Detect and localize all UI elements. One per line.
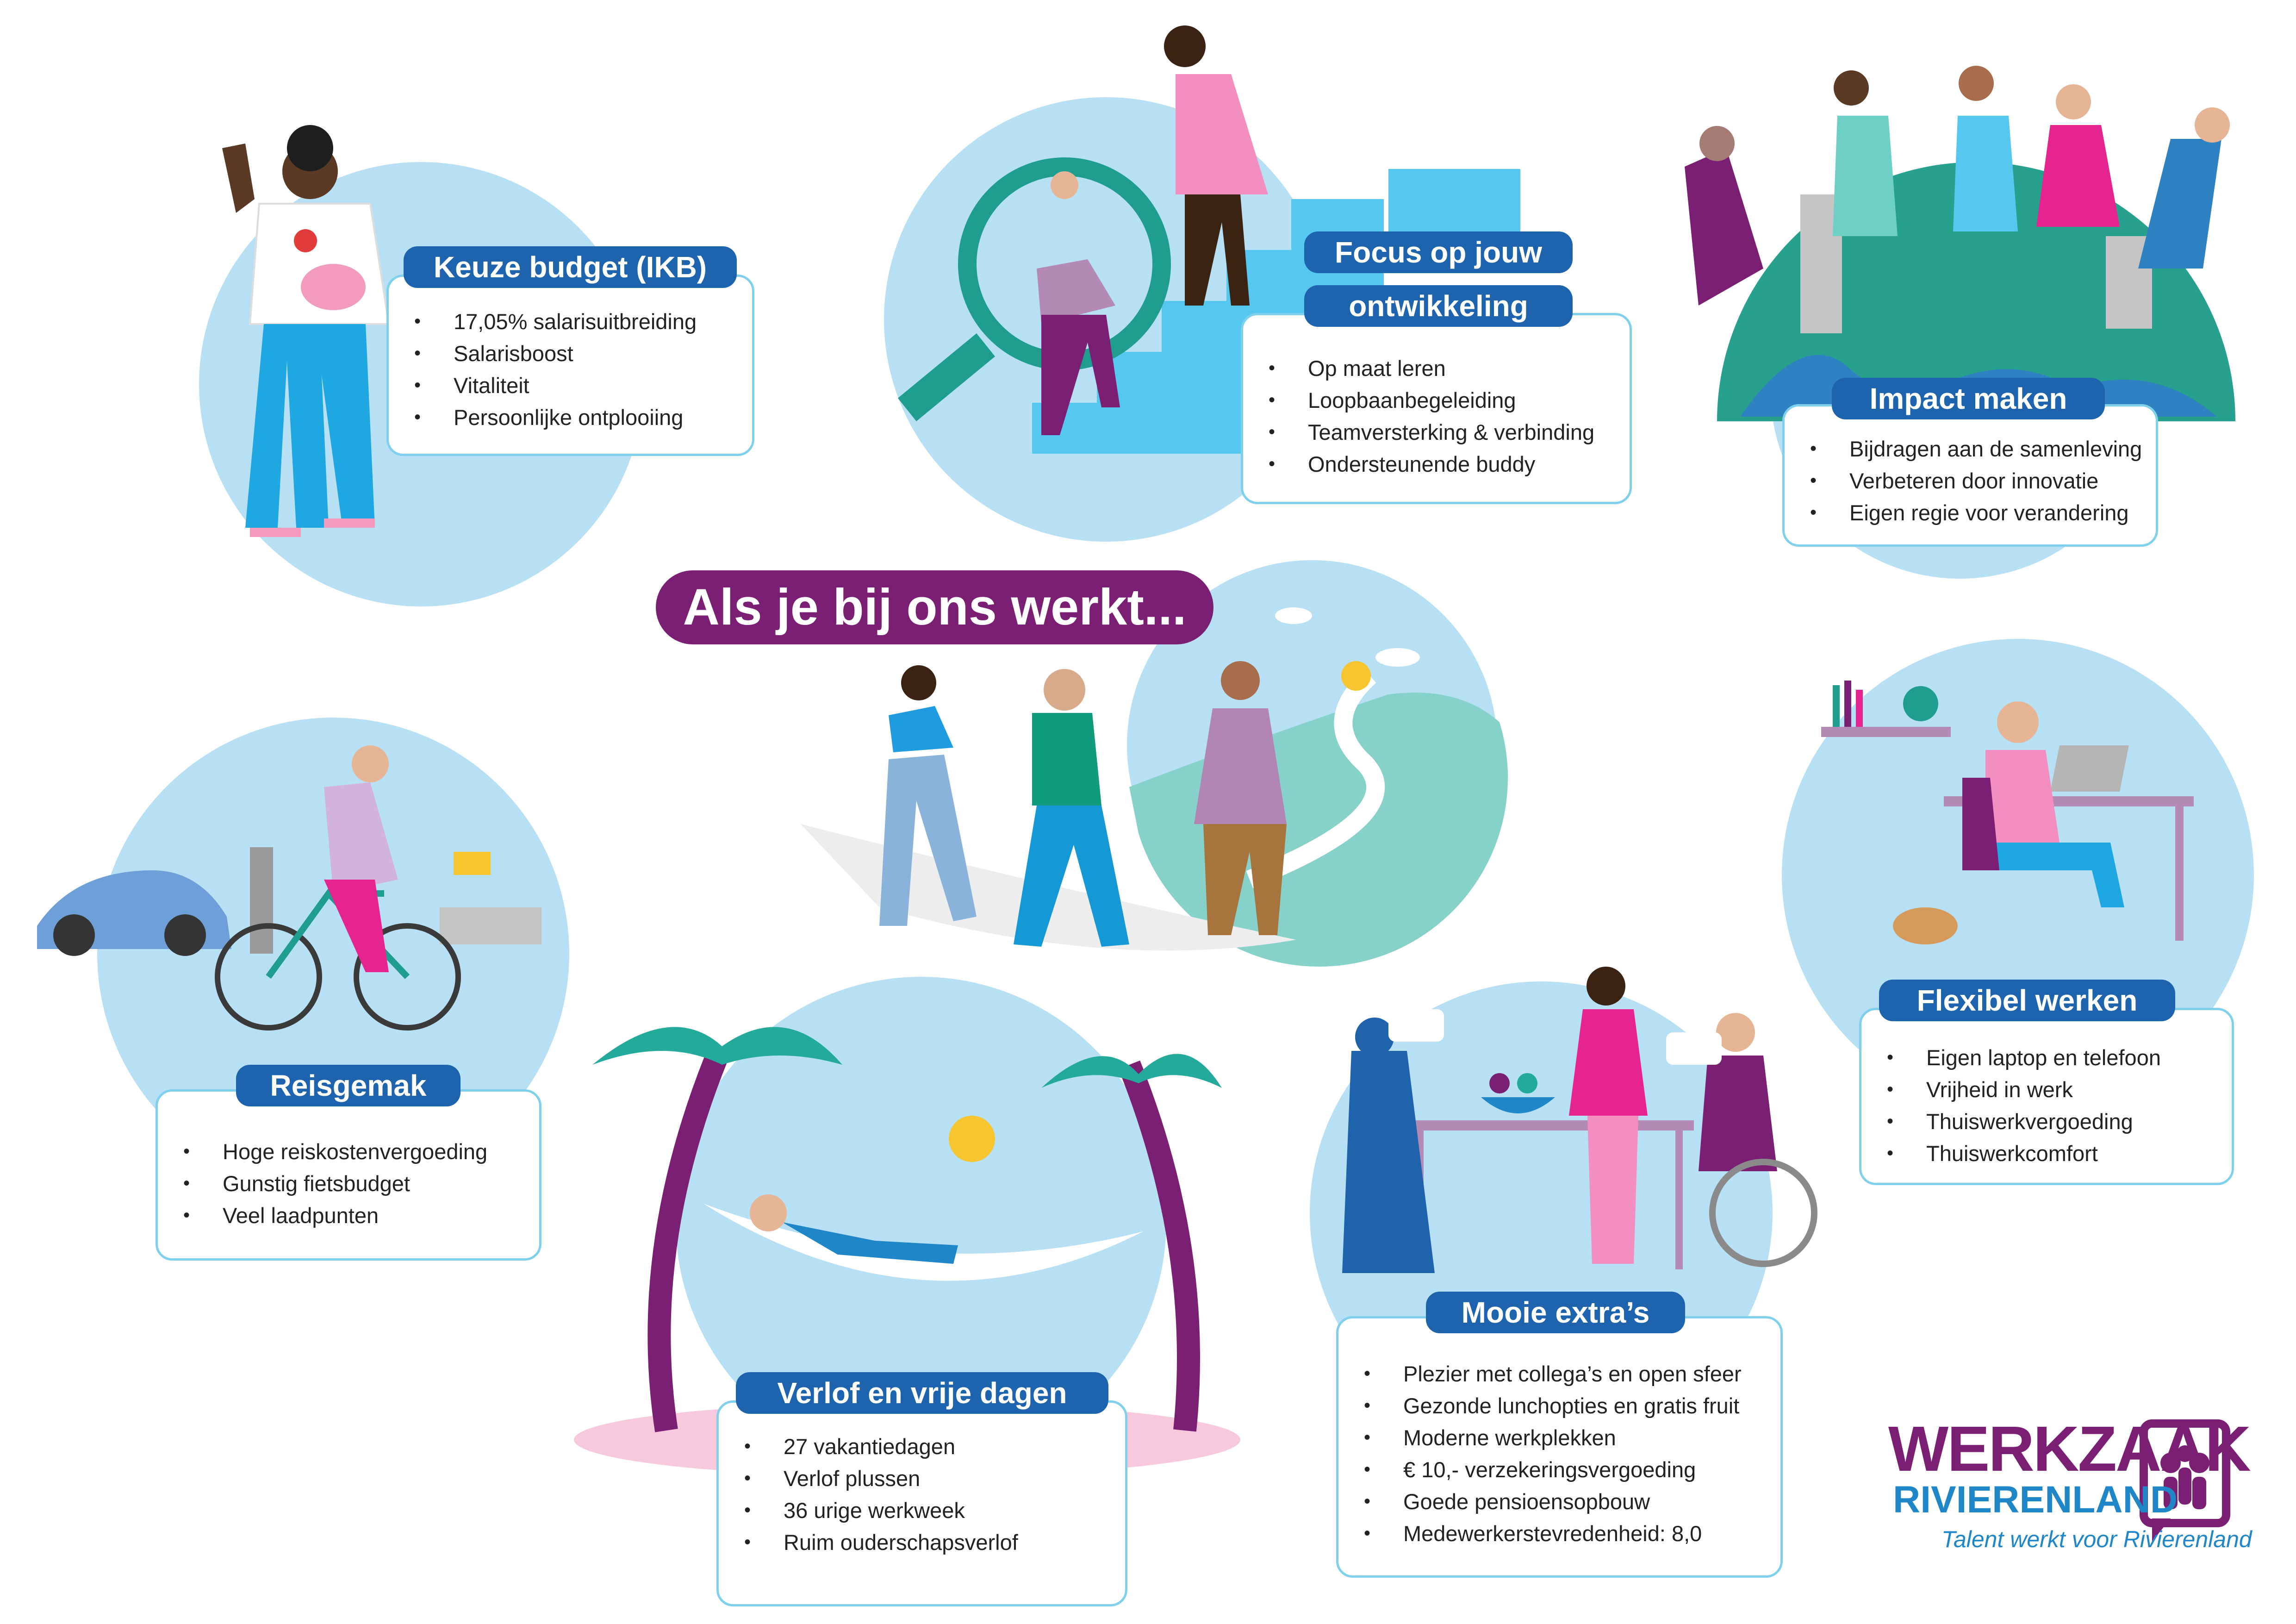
- list-item: Verlof plussen: [719, 1462, 1125, 1494]
- keuze-budget-title: Keuze budget (IKB): [404, 246, 737, 288]
- flexibel-card: Eigen laptop en telefoon Vrijheid in wer…: [1859, 1008, 2234, 1185]
- lunch-table-colleagues-illustration: [1342, 967, 1817, 1273]
- list-item: Bijdragen aan de samenleving: [1785, 433, 2156, 465]
- list-item: 27 vakantiedagen: [719, 1430, 1125, 1462]
- list-item: Op maat leren: [1243, 352, 1630, 384]
- list-item: Hoge reiskostenvergoeding: [158, 1136, 539, 1168]
- list-item: Vitaliteit: [389, 369, 752, 401]
- list-item: Plezier met collega’s en open sfeer: [1338, 1358, 1780, 1390]
- focus-title-line1: Focus op jouw: [1304, 231, 1573, 273]
- werkzaak-logo-icon: [2140, 1419, 2230, 1542]
- circle-verlof: [676, 977, 1166, 1468]
- impact-list: Bijdragen aan de samenleving Verbeteren …: [1785, 433, 2156, 529]
- logo-rivierenland: RIVIERENLAND: [1893, 1479, 2178, 1521]
- central-people-illustration: [879, 661, 1287, 947]
- list-item: Eigen regie voor verandering: [1785, 497, 2156, 529]
- list-item: Vrijheid in werk: [1861, 1074, 2232, 1106]
- list-item: Persoonlijke ontplooiing: [389, 401, 752, 433]
- flexibel-title: Flexibel werken: [1879, 980, 2175, 1021]
- impact-card: Bijdragen aan de samenleving Verbeteren …: [1782, 404, 2158, 547]
- list-item: Thuiswerkcomfort: [1861, 1137, 2232, 1169]
- list-item: Medewerkerstevredenheid: 8,0: [1338, 1518, 1780, 1549]
- reisgemak-title: Reisgemak: [236, 1065, 460, 1106]
- list-item: Gunstig fietsbudget: [158, 1168, 539, 1199]
- keuze-budget-card: 17,05% salarisuitbreiding Salarisboost V…: [386, 275, 754, 456]
- reisgemak-list: Hoge reiskostenvergoeding Gunstig fietsb…: [158, 1136, 539, 1231]
- list-item: Gezonde lunchopties en gratis fruit: [1338, 1390, 1780, 1422]
- home-office-desk-illustration: [1821, 681, 2194, 944]
- logo-werkzaak: WERKZAAK: [1888, 1413, 2251, 1485]
- person-with-piggy-bank-illustration: [222, 125, 390, 537]
- list-item: Ruim ouderschapsverlof: [719, 1526, 1125, 1558]
- list-item: 36 urige werkweek: [719, 1494, 1125, 1526]
- list-item: Loopbaanbegeleiding: [1243, 384, 1630, 416]
- extras-list: Plezier met collega’s en open sfeer Gezo…: [1338, 1358, 1780, 1549]
- globe-people-holding-hands-illustration: [1685, 66, 2235, 421]
- list-item: € 10,- verzekeringsvergoeding: [1338, 1454, 1780, 1486]
- logo-tagline: Talent werkt voor Rivierenland: [1941, 1526, 2252, 1552]
- keuze-budget-list: 17,05% salarisuitbreiding Salarisboost V…: [389, 306, 752, 433]
- car-bike-cyclist-illustration: [37, 745, 541, 1031]
- impact-title: Impact maken: [1832, 378, 2105, 419]
- list-item: Verbeteren door innovatie: [1785, 465, 2156, 497]
- flexibel-list: Eigen laptop en telefoon Vrijheid in wer…: [1861, 1042, 2232, 1169]
- list-item: 17,05% salarisuitbreiding: [389, 306, 752, 337]
- extras-card: Plezier met collega’s en open sfeer Gezo…: [1336, 1316, 1783, 1578]
- central-title: Als je bij ons werkt...: [656, 570, 1213, 644]
- focus-list: Op maat leren Loopbaanbegeleiding Teamve…: [1243, 352, 1630, 480]
- list-item: Veel laadpunten: [158, 1199, 539, 1231]
- verlof-card: 27 vakantiedagen Verlof plussen 36 urige…: [716, 1400, 1127, 1606]
- list-item: Ondersteunende buddy: [1243, 448, 1630, 480]
- list-item: Teamversterking & verbinding: [1243, 416, 1630, 448]
- list-item: Eigen laptop en telefoon: [1861, 1042, 2232, 1074]
- reisgemak-card: Hoge reiskostenvergoeding Gunstig fietsb…: [156, 1089, 541, 1261]
- focus-card: Op maat leren Loopbaanbegeleiding Teamve…: [1241, 313, 1632, 504]
- list-item: Goede pensioensopbouw: [1338, 1486, 1780, 1518]
- list-item: Moderne werkplekken: [1338, 1422, 1780, 1454]
- extras-title: Mooie extra’s: [1426, 1292, 1685, 1333]
- verlof-title: Verlof en vrije dagen: [736, 1372, 1108, 1414]
- list-item: Salarisboost: [389, 337, 752, 369]
- verlof-list: 27 vakantiedagen Verlof plussen 36 urige…: [719, 1430, 1125, 1558]
- focus-title-line2: ontwikkeling: [1304, 285, 1573, 327]
- list-item: Thuiswerkvergoeding: [1861, 1106, 2232, 1137]
